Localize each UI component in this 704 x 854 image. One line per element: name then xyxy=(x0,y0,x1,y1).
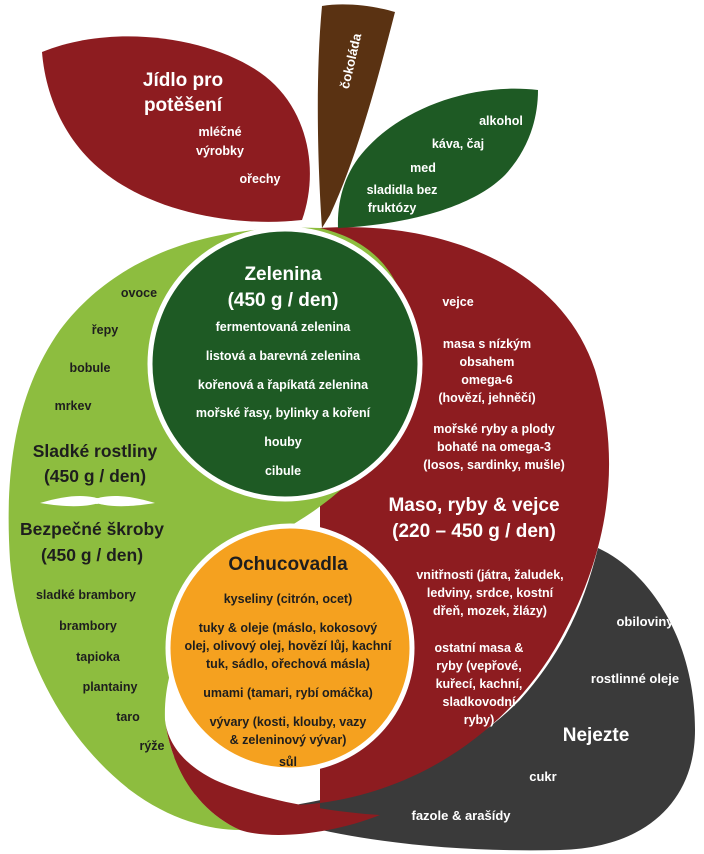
vegetables-item: cibule xyxy=(265,464,301,478)
meat-item: (hovězí, jehněčí) xyxy=(438,391,535,405)
treats-title-line1: Jídlo pro xyxy=(143,70,223,91)
vegetables-item: mořské řasy, bylinky a koření xyxy=(196,406,371,420)
meat-item: ostatní masa & xyxy=(435,641,524,655)
meat-item: obsahem xyxy=(460,355,515,369)
treats-title-line2: potěšení xyxy=(144,95,223,116)
sweet-plants-item: ovoce xyxy=(121,286,157,300)
seasonings-item: umami (tamari, rybí omáčka) xyxy=(203,686,373,700)
sweet-plants-item: mrkev xyxy=(55,399,92,413)
safe-starches-item: rýže xyxy=(139,739,164,753)
meat-item: (losos, sardinky, mušle) xyxy=(423,458,564,472)
seasonings-item: tuk, sádlo, ořechová másla) xyxy=(206,657,370,671)
meat-item: sladkovodní xyxy=(443,695,516,709)
safe-starches-item: plantainy xyxy=(83,680,138,694)
meat-amount: (220 – 450 g / den) xyxy=(392,521,556,542)
meat-item: ryby) xyxy=(464,713,495,727)
avoid-item: fazole & arašídy xyxy=(412,808,512,823)
seasonings-item: kyseliny (citrón, ocet) xyxy=(224,592,353,606)
stem xyxy=(317,4,395,228)
safe-starches-item: taro xyxy=(116,710,140,724)
vegetables-item: fermentovaná zelenina xyxy=(216,320,352,334)
sweet-plants-amount: (450 g / den) xyxy=(44,466,146,486)
sweet-plants-item: řepy xyxy=(92,323,118,337)
avoid-item: obiloviny xyxy=(616,614,674,629)
meat-title: Maso, ryby & vejce xyxy=(388,495,559,516)
meat-item: ledviny, srdce, kostní xyxy=(427,586,554,600)
avoid-item: cukr xyxy=(529,769,556,784)
meat-item: vnitřnosti (játra, žaludek, xyxy=(416,568,563,582)
drinks-item: sladidla bez xyxy=(367,183,438,197)
safe-starches-item: brambory xyxy=(59,619,117,633)
safe-starches-amount: (450 g / den) xyxy=(41,545,143,565)
treats-leaf xyxy=(42,36,310,222)
drinks-item: káva, čaj xyxy=(432,137,484,151)
seasonings-title: Ochucovadla xyxy=(228,554,348,575)
flourish-divider xyxy=(40,495,155,507)
treats-item: ořechy xyxy=(240,172,281,186)
drinks-leaf xyxy=(337,88,538,228)
seasonings-item: tuky & oleje (máslo, kokosový xyxy=(199,621,378,635)
meat-item: vejce xyxy=(442,295,473,309)
drinks-item: alkohol xyxy=(479,114,523,128)
meat-region xyxy=(160,227,610,811)
avoid-item: rostlinné oleje xyxy=(591,671,679,686)
vegetables-item: listová a barevná zelenina xyxy=(206,349,361,363)
seasonings-circle xyxy=(165,523,415,773)
meat-item: mořské ryby a plody xyxy=(433,422,555,436)
vegetables-amount: (450 g / den) xyxy=(228,290,339,311)
meat-item: ryby (vepřové, xyxy=(436,659,521,673)
sweet-plants-item: bobule xyxy=(70,361,111,375)
seasonings-item: sůl xyxy=(279,755,297,769)
treats-item: mléčné xyxy=(198,125,241,139)
seasonings-item: & zeleninový vývar) xyxy=(230,733,347,747)
seasonings-item: olej, olivový olej, hovězí lůj, kachní xyxy=(184,639,392,653)
vegetables-title: Zelenina xyxy=(244,264,322,285)
meat-region-bottom xyxy=(165,720,380,835)
meat-item: masa s nízkým xyxy=(443,337,531,351)
seasonings-item: vývary (kosti, klouby, vazy xyxy=(210,715,367,729)
safe-starches-item: sladké brambory xyxy=(36,588,136,602)
treats-item: výrobky xyxy=(196,144,244,158)
vegetables-item: kořenová a řapíkatá zelenina xyxy=(198,378,369,392)
meat-item: omega-6 xyxy=(461,373,512,387)
meat-item: dřeň, mozek, žlázy) xyxy=(433,604,547,618)
vegetables-circle xyxy=(147,226,423,502)
safe-starches-title: Bezpečné škroby xyxy=(20,519,164,539)
drinks-item: fruktózy xyxy=(368,201,417,215)
drinks-item: med xyxy=(410,161,436,175)
avoid-title: Nejezte xyxy=(563,725,630,746)
avoid-region xyxy=(285,548,695,851)
safe-starches-item: tapioka xyxy=(76,650,121,664)
meat-item: kuřecí, kachní, xyxy=(436,677,523,691)
vegetables-item: houby xyxy=(264,435,302,449)
meat-item: bohaté na omega-3 xyxy=(437,440,551,454)
sweet-plants-title: Sladké rostliny xyxy=(33,441,158,461)
